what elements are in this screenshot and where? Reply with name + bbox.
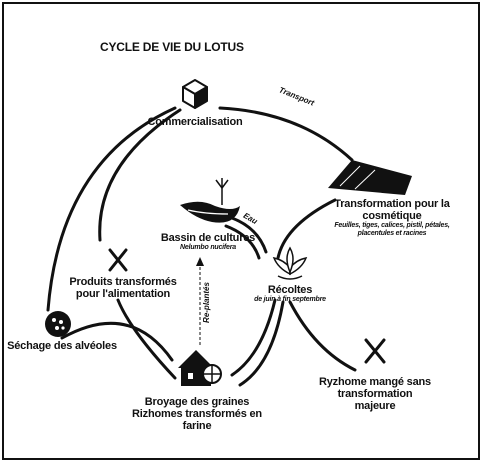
bassin-label: Bassin de cultures (160, 232, 256, 244)
node-commercialisation: Commercialisation (140, 116, 250, 128)
recoltes-label: Récoltes (267, 284, 313, 296)
edge-label-replantes: Re-plantés (201, 282, 211, 323)
arc-commercialisation-to-cosmetique (218, 106, 354, 162)
cosmetique-sub: Feuilles, tiges, calices, pistil, pétale… (334, 222, 450, 237)
node-rhizome: Ryzhome mangé sans transformation majeur… (316, 376, 434, 412)
cosmetique-label: Transformation pour la cosmétique (334, 198, 450, 222)
arc-eau-1 (230, 216, 268, 254)
lotus-flower-icon (272, 246, 308, 280)
broyage-label: Broyage des graines Rizhomes transformés… (132, 396, 262, 432)
arc-commercialisation-to-sechage (46, 106, 177, 312)
bassin-sub: Nelumbo nucifera (180, 244, 236, 251)
arc-commercialisation-to-produits (98, 108, 182, 242)
diagram-title: CYCLE DE VIE DU LOTUS (100, 40, 244, 54)
rhizome-label: Ryzhome mangé sans transformation majeur… (319, 376, 431, 412)
arc-cosmetique-to-recoltes (276, 198, 337, 260)
produits-label: Produits transformés pour l'alimentation (69, 276, 177, 300)
node-produits: Produits transformés pour l'alimentation (68, 276, 178, 300)
fork-knife-icon-rhizome (364, 338, 386, 364)
fork-knife-icon-food (108, 248, 128, 272)
arc-recoltes-to-broyage-2 (238, 300, 285, 387)
water-mill-icon (178, 350, 222, 386)
sechage-label: Séchage des alvéoles (7, 340, 117, 352)
box-icon (182, 79, 208, 109)
node-bassin: Bassin de cultures Nelumbo nucifera (158, 232, 258, 252)
node-sechage: Séchage des alvéoles (6, 340, 118, 352)
node-recoltes: Récoltes de juin à fin septembre (252, 284, 328, 304)
arc-sechage-to-broyage (60, 321, 174, 362)
arc-produits-to-broyage (116, 298, 177, 380)
node-cosmetique: Transformation pour la cosmétique Feuill… (322, 198, 462, 238)
arc-recoltes-to-rhizome (288, 300, 357, 372)
seed-pod-icon (45, 311, 71, 337)
recoltes-sub: de juin à fin septembre (254, 296, 326, 303)
replant-arrowhead (196, 257, 204, 266)
commercialisation-label: Commercialisation (147, 116, 243, 128)
node-broyage: Broyage des graines Rizhomes transformés… (130, 396, 264, 432)
factory-roof-icon (328, 160, 412, 195)
arc-recoltes-to-broyage-1 (230, 298, 277, 377)
lotus-pond-icon (180, 178, 240, 223)
arc-eau-2 (224, 224, 261, 260)
